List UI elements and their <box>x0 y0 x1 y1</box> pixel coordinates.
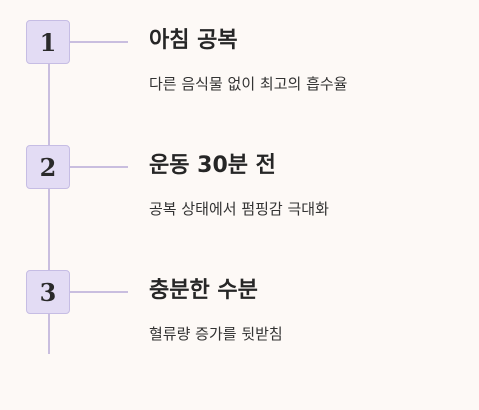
step-connector <box>70 41 128 43</box>
step-description: 공복 상태에서 펌핑감 극대화 <box>149 200 329 218</box>
step-number-badge: 1 <box>26 20 70 64</box>
timeline-line <box>48 40 50 354</box>
step-description: 혈류량 증가를 뒷받침 <box>149 325 283 343</box>
step-number-badge: 3 <box>26 270 70 314</box>
timeline-step: 3 충분한 수분 혈류량 증가를 뒷받침 <box>0 270 479 350</box>
step-connector <box>70 291 128 293</box>
step-title: 아침 공복 <box>149 28 238 53</box>
step-title: 운동 30분 전 <box>149 153 276 178</box>
step-number-badge: 2 <box>26 145 70 189</box>
step-description: 다른 음식물 없이 최고의 흡수율 <box>149 75 348 93</box>
step-title: 충분한 수분 <box>149 278 258 303</box>
timeline-step: 2 운동 30분 전 공복 상태에서 펌핑감 극대화 <box>0 145 479 225</box>
step-connector <box>70 166 128 168</box>
timeline-step: 1 아침 공복 다른 음식물 없이 최고의 흡수율 <box>0 20 479 100</box>
